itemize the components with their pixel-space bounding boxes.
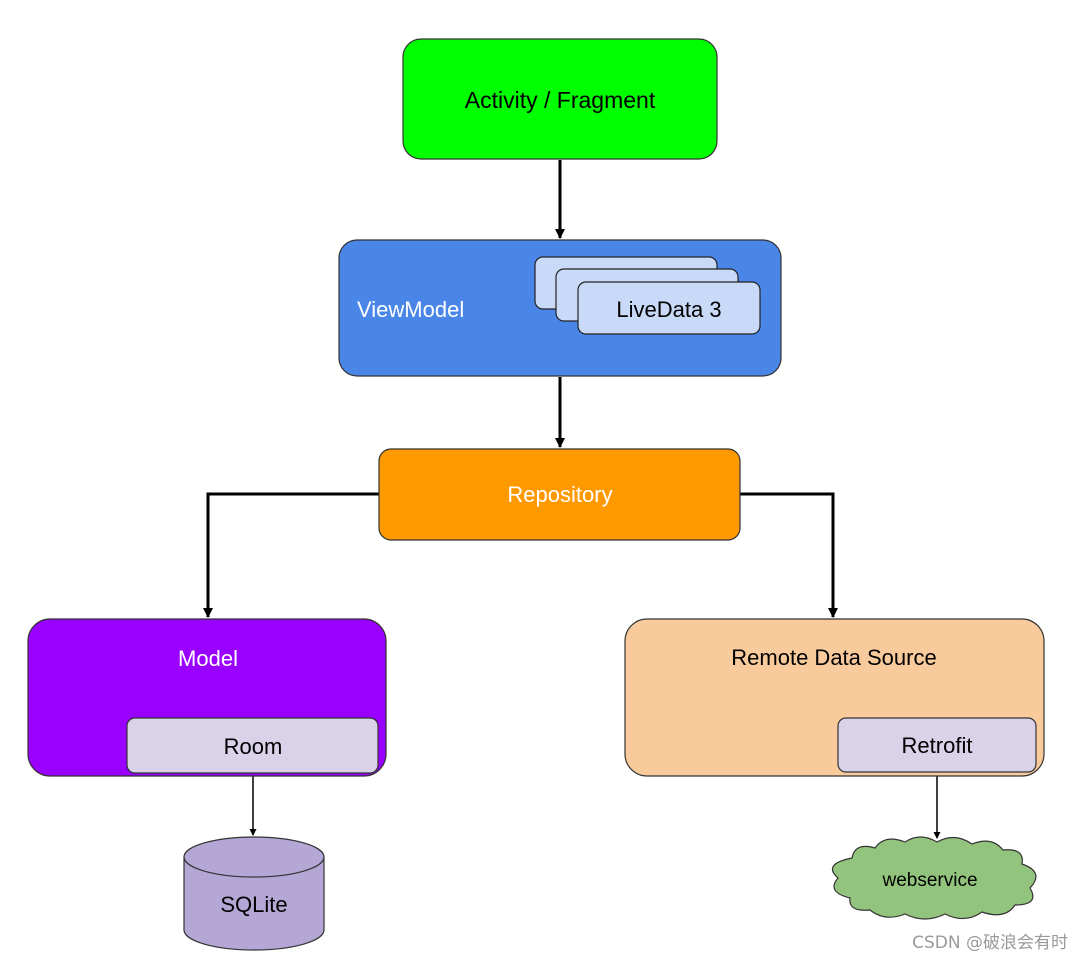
- edge-repository-to-model: [203, 492, 379, 618]
- node-webservice: webservice: [831, 836, 1037, 920]
- watermark: CSDN @破浪会有时: [912, 933, 1068, 953]
- node-room-label: Room: [224, 734, 283, 759]
- node-model: Model Room: [27, 618, 387, 777]
- node-model-label: Model: [178, 646, 238, 671]
- node-sqlite: SQLite: [183, 836, 325, 951]
- node-repository: Repository: [378, 448, 741, 541]
- node-repository-label: Repository: [507, 482, 612, 507]
- node-webservice-label: webservice: [881, 870, 977, 891]
- node-retrofit: [837, 717, 1037, 773]
- node-viewmodel: ViewModel LiveData 3: [338, 239, 782, 377]
- node-activity-fragment: Activity / Fragment: [402, 38, 718, 160]
- livedata-card-front: [577, 281, 761, 335]
- node-remote-data-source: Remote Data Source Retrofit: [624, 618, 1045, 777]
- node-remote-data-source-label: Remote Data Source: [731, 645, 936, 670]
- node-retrofit-label: Retrofit: [902, 733, 973, 758]
- node-activity-fragment-label: Activity / Fragment: [465, 87, 656, 113]
- node-room: [126, 717, 379, 774]
- edges: [203, 160, 941, 839]
- webservice-cloud-shape: [831, 836, 1037, 920]
- sqlite-cylinder-top: [183, 836, 325, 878]
- edge-repository-to-remote: [740, 492, 838, 618]
- node-livedata-label: LiveData 3: [616, 297, 721, 322]
- sqlite-cylinder-body: [183, 856, 325, 951]
- node-viewmodel-label: ViewModel: [357, 297, 464, 322]
- node-sqlite-label: SQLite: [220, 892, 287, 917]
